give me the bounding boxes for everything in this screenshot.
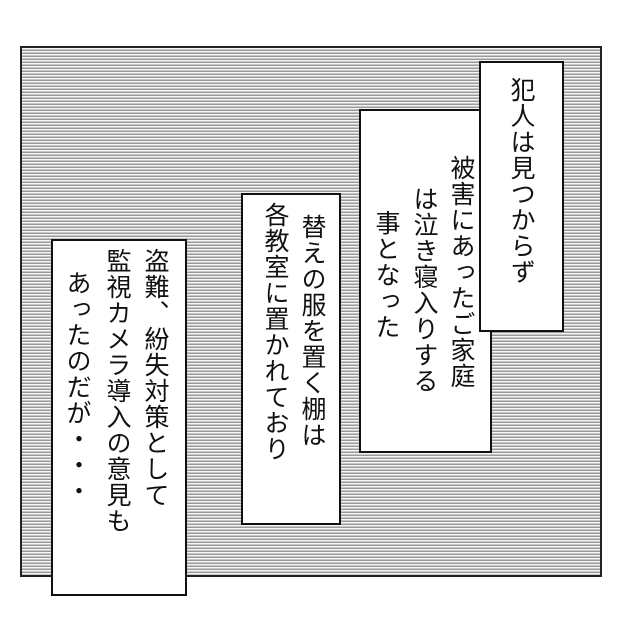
caption-line: 事となった — [372, 210, 401, 340]
caption-line: 各教室に置かれており — [261, 202, 290, 462]
caption-line: 盗難、紛失対策として — [141, 248, 170, 508]
caption-box-3: 替えの服を置く棚は 各教室に置かれており — [241, 193, 341, 525]
caption-line: あったのだが・・・ — [63, 270, 92, 504]
caption-box-2: 被害にあったご家庭 は泣き寝入りする 事となった — [359, 109, 492, 453]
caption-line: 被害にあったご家庭 — [447, 155, 476, 389]
caption-box-1: 犯人は見つからず — [479, 61, 564, 332]
caption-box-4: 盗難、紛失対策として 監視カメラ導入の意見も あったのだが・・・ — [51, 239, 187, 596]
caption-line: 替えの服を置く棚は — [298, 214, 327, 448]
caption-line: 犯人は見つからず — [507, 77, 536, 285]
caption-line: は泣き寝入りする — [410, 186, 439, 394]
caption-line: 監視カメラ導入の意見も — [103, 248, 132, 534]
